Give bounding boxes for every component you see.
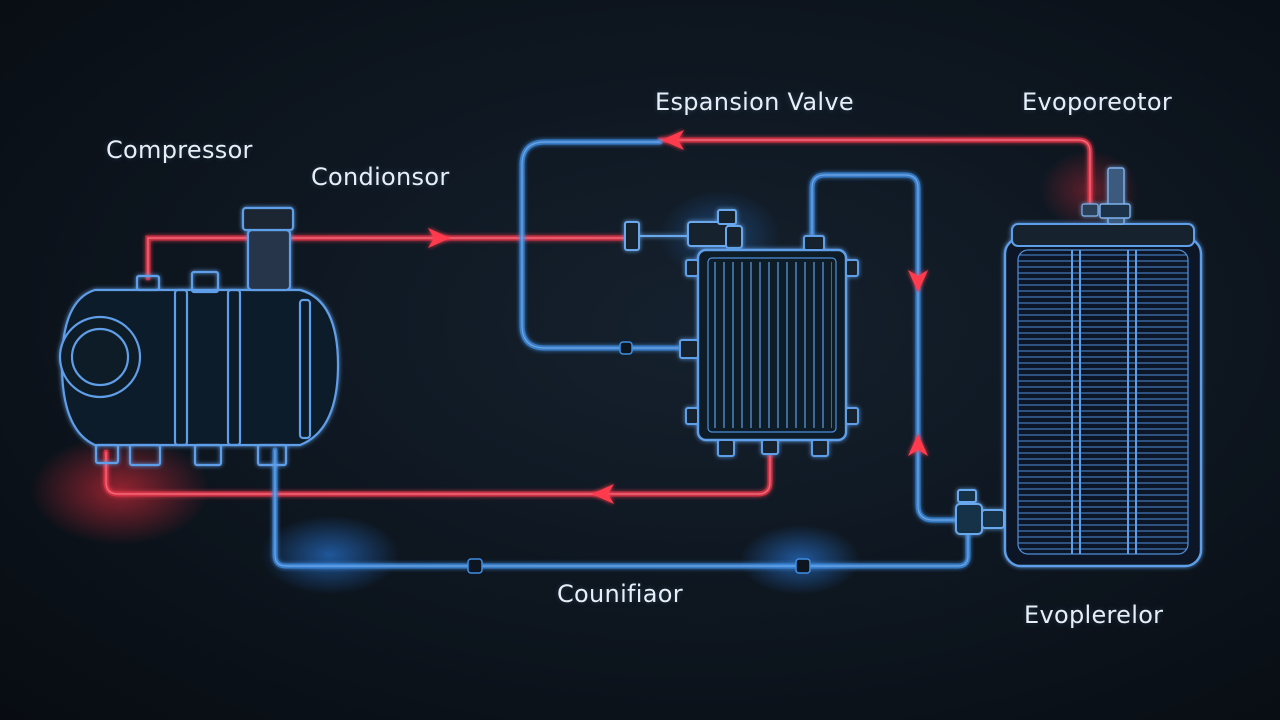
suction-line-joints — [467, 341, 811, 574]
red-glow-halo — [30, 435, 210, 545]
coil-foot — [717, 439, 735, 457]
compressor-port-inner — [70, 327, 130, 387]
expansion-valve-label: Espansion Valve — [655, 88, 854, 116]
coil-header — [803, 235, 825, 251]
coil-bracket — [679, 339, 699, 359]
coil-bracket — [685, 407, 699, 425]
compressor-fitting — [135, 274, 161, 292]
condenser-coil — [679, 235, 859, 457]
flow-arrow-up — [908, 434, 928, 456]
evaporator-unit — [955, 167, 1203, 568]
compressor-foot — [94, 443, 120, 465]
evaporator-bottom-label: Evoplerelor — [1024, 601, 1164, 629]
compressor-terminal — [190, 270, 220, 294]
evaporator-top-rail — [1011, 223, 1195, 247]
valve-outlet — [725, 225, 743, 249]
compressor-label: Compressor — [106, 136, 253, 164]
compressor-band — [298, 298, 312, 440]
valve-bonnet — [717, 209, 737, 225]
hot-line-inner — [105, 139, 1091, 495]
condensor-label: Condionsor — [311, 163, 450, 191]
evaporator-top-label: Evoporeotor — [1022, 88, 1173, 116]
compressor-band — [173, 288, 189, 447]
flow-arrow-down — [908, 270, 928, 292]
compressor-unit — [58, 206, 340, 467]
coil-bracket — [845, 407, 859, 425]
valve-body — [687, 221, 729, 247]
cold-line-inner — [274, 141, 969, 567]
valve-inlet-fitting — [624, 221, 640, 251]
discharge-line — [145, 235, 633, 281]
coil-fins — [712, 262, 832, 428]
blue-glow-halo — [260, 515, 400, 595]
compressor-foot — [256, 443, 288, 467]
flow-arrows — [428, 130, 928, 504]
flow-arrow-left — [592, 484, 614, 504]
evaporator-inlet-fitting — [1081, 203, 1099, 217]
coil-bracket — [845, 259, 859, 277]
compressor-foot — [128, 443, 162, 467]
coil-inner-frame — [707, 257, 837, 433]
coil-bracket — [685, 259, 699, 277]
compressor-band — [226, 288, 242, 447]
coil-foot — [811, 439, 829, 457]
flow-arrow-right — [428, 228, 450, 248]
compressor-head-cap — [241, 206, 295, 232]
evaporator-outlet-flange — [1099, 203, 1131, 219]
evaporator-fins — [1017, 249, 1189, 555]
compressor-foot — [193, 443, 223, 467]
evaporator-side-valve — [955, 489, 1005, 535]
coil-foot — [761, 439, 779, 455]
bottom-line-label: Counifiaor — [557, 580, 683, 608]
expansion-valve — [624, 209, 743, 251]
flow-arrow-left — [662, 130, 684, 150]
compressor-head — [246, 228, 292, 292]
compressor-body — [60, 288, 340, 447]
